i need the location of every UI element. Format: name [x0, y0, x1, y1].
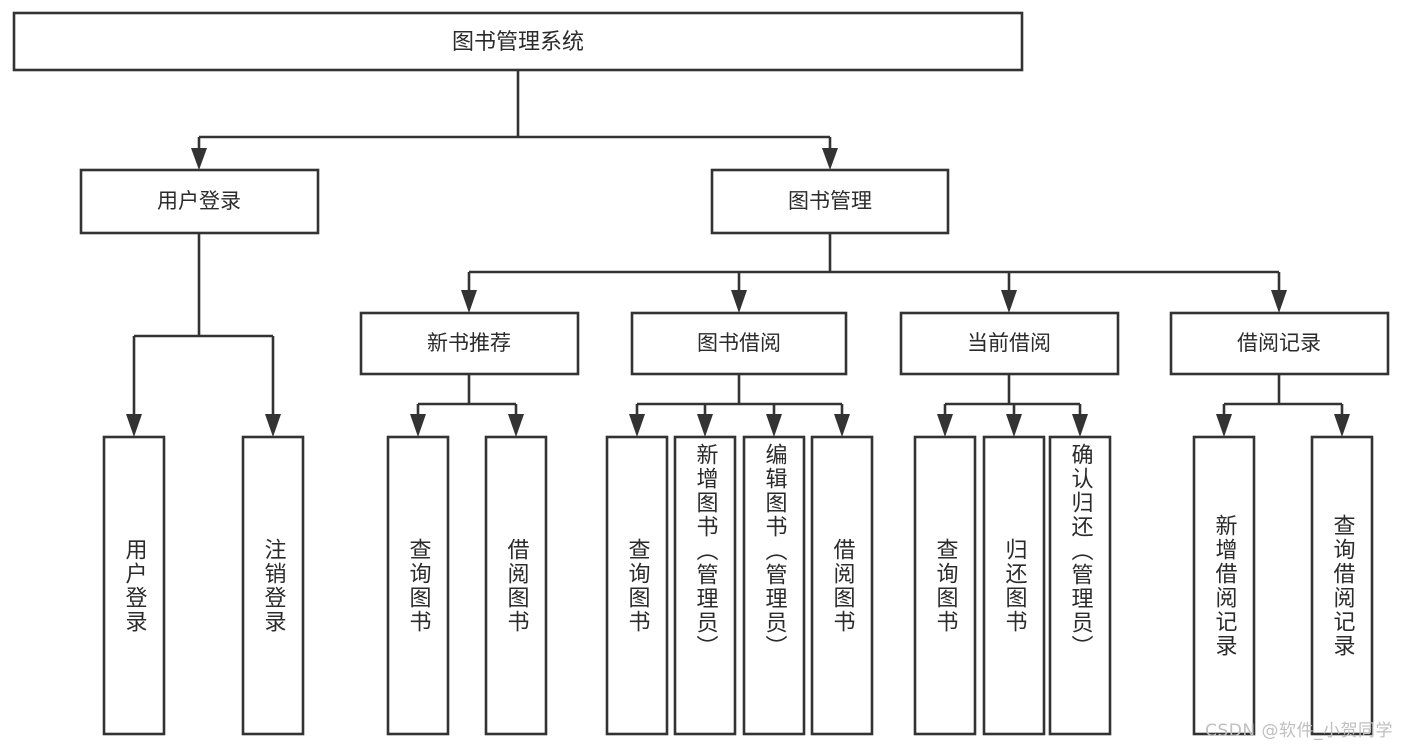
- node-root-box[interactable]: [12, 11, 1024, 72]
- node-borrow-records-label: 借阅记录: [1237, 331, 1321, 355]
- node-borrow-records-box[interactable]: [1169, 311, 1390, 376]
- node-root[interactable]: 图书管理系统: [12, 11, 1024, 72]
- arrow-head-return-book: [1006, 414, 1022, 437]
- arrow-head-add-book: [697, 414, 713, 437]
- leaf-box-return-book[interactable]: [982, 435, 1046, 736]
- node-user-login[interactable]: 用户登录: [79, 168, 320, 235]
- leaf-box-query-book-b[interactable]: [605, 435, 669, 736]
- node-book-borrow[interactable]: 图书借阅: [630, 311, 848, 376]
- connector-group-new-books: [410, 374, 524, 437]
- leaf-box-confirm-return[interactable]: [1048, 435, 1112, 736]
- connector-group-borrow-records: [1216, 374, 1350, 437]
- leaf-box-add-book[interactable]: [673, 435, 737, 736]
- node-book-management-box[interactable]: [710, 168, 950, 235]
- leaf-boxes-group: [102, 435, 1374, 736]
- leaf-box-logout[interactable]: [241, 435, 305, 736]
- leaf-box-query-record[interactable]: [1310, 435, 1374, 736]
- leaf-box-query-book-c[interactable]: [913, 435, 977, 736]
- node-book-borrow-box[interactable]: [630, 311, 848, 376]
- node-current-borrow-box[interactable]: [899, 311, 1120, 376]
- leaf-box-add-record[interactable]: [1192, 435, 1256, 736]
- arrow-head-borrow-records: [1271, 290, 1287, 313]
- node-current-borrow[interactable]: 当前借阅: [899, 311, 1120, 376]
- leaf-box-query-book-a[interactable]: [386, 435, 450, 736]
- node-book-management-label: 图书管理: [788, 189, 872, 213]
- arrow-head-leaf-logout: [265, 414, 281, 437]
- arrow-head-edit-book: [766, 414, 782, 437]
- node-borrow-records[interactable]: 借阅记录: [1169, 311, 1390, 376]
- leaf-box-user-login[interactable]: [102, 435, 166, 736]
- node-new-book-recommend[interactable]: 新书推荐: [359, 311, 580, 376]
- connector-group-user-login: [126, 233, 281, 437]
- leaf-box-edit-book[interactable]: [742, 435, 806, 736]
- leaf-box-borrow-book-a[interactable]: [484, 435, 548, 736]
- csdn-watermark: CSDN @软件_小贺同学: [1205, 721, 1393, 741]
- node-book-management[interactable]: 图书管理: [710, 168, 950, 235]
- arrow-head-query-record: [1334, 414, 1350, 437]
- node-user-login-label: 用户登录: [157, 189, 241, 213]
- arrow-head-book-mgmt: [822, 148, 838, 170]
- arrow-head-confirm-return: [1072, 414, 1088, 437]
- arrow-head-query-book-c: [937, 414, 953, 437]
- node-user-login-box[interactable]: [79, 168, 320, 235]
- arrow-head-add-record: [1216, 414, 1232, 437]
- connector-group-current-borrow: [937, 374, 1088, 437]
- arrow-head-borrow-book-b: [834, 414, 850, 437]
- arrow-head-query-book-a: [410, 414, 426, 437]
- node-root-label: 图书管理系统: [452, 30, 584, 55]
- arrow-head-user-login: [191, 148, 207, 170]
- arrow-head-leaf-user-login: [126, 414, 142, 437]
- connector-group-root: [191, 70, 838, 170]
- connector-group-borrow: [629, 374, 850, 437]
- connector-group-book-mgmt: [461, 233, 1287, 313]
- node-current-borrow-label: 当前借阅: [967, 331, 1051, 355]
- arrow-head-borrow: [731, 290, 747, 313]
- arrow-head-current-borrow: [1001, 290, 1017, 313]
- leaf-box-borrow-book-b[interactable]: [810, 435, 874, 736]
- arrow-head-new-books: [461, 290, 477, 313]
- node-book-borrow-label: 图书借阅: [697, 331, 781, 355]
- node-new-book-recommend-box[interactable]: [359, 311, 580, 376]
- arrow-head-borrow-book-a: [508, 414, 524, 437]
- arrow-head-query-book-b: [629, 414, 645, 437]
- node-new-book-recommend-label: 新书推荐: [427, 331, 511, 355]
